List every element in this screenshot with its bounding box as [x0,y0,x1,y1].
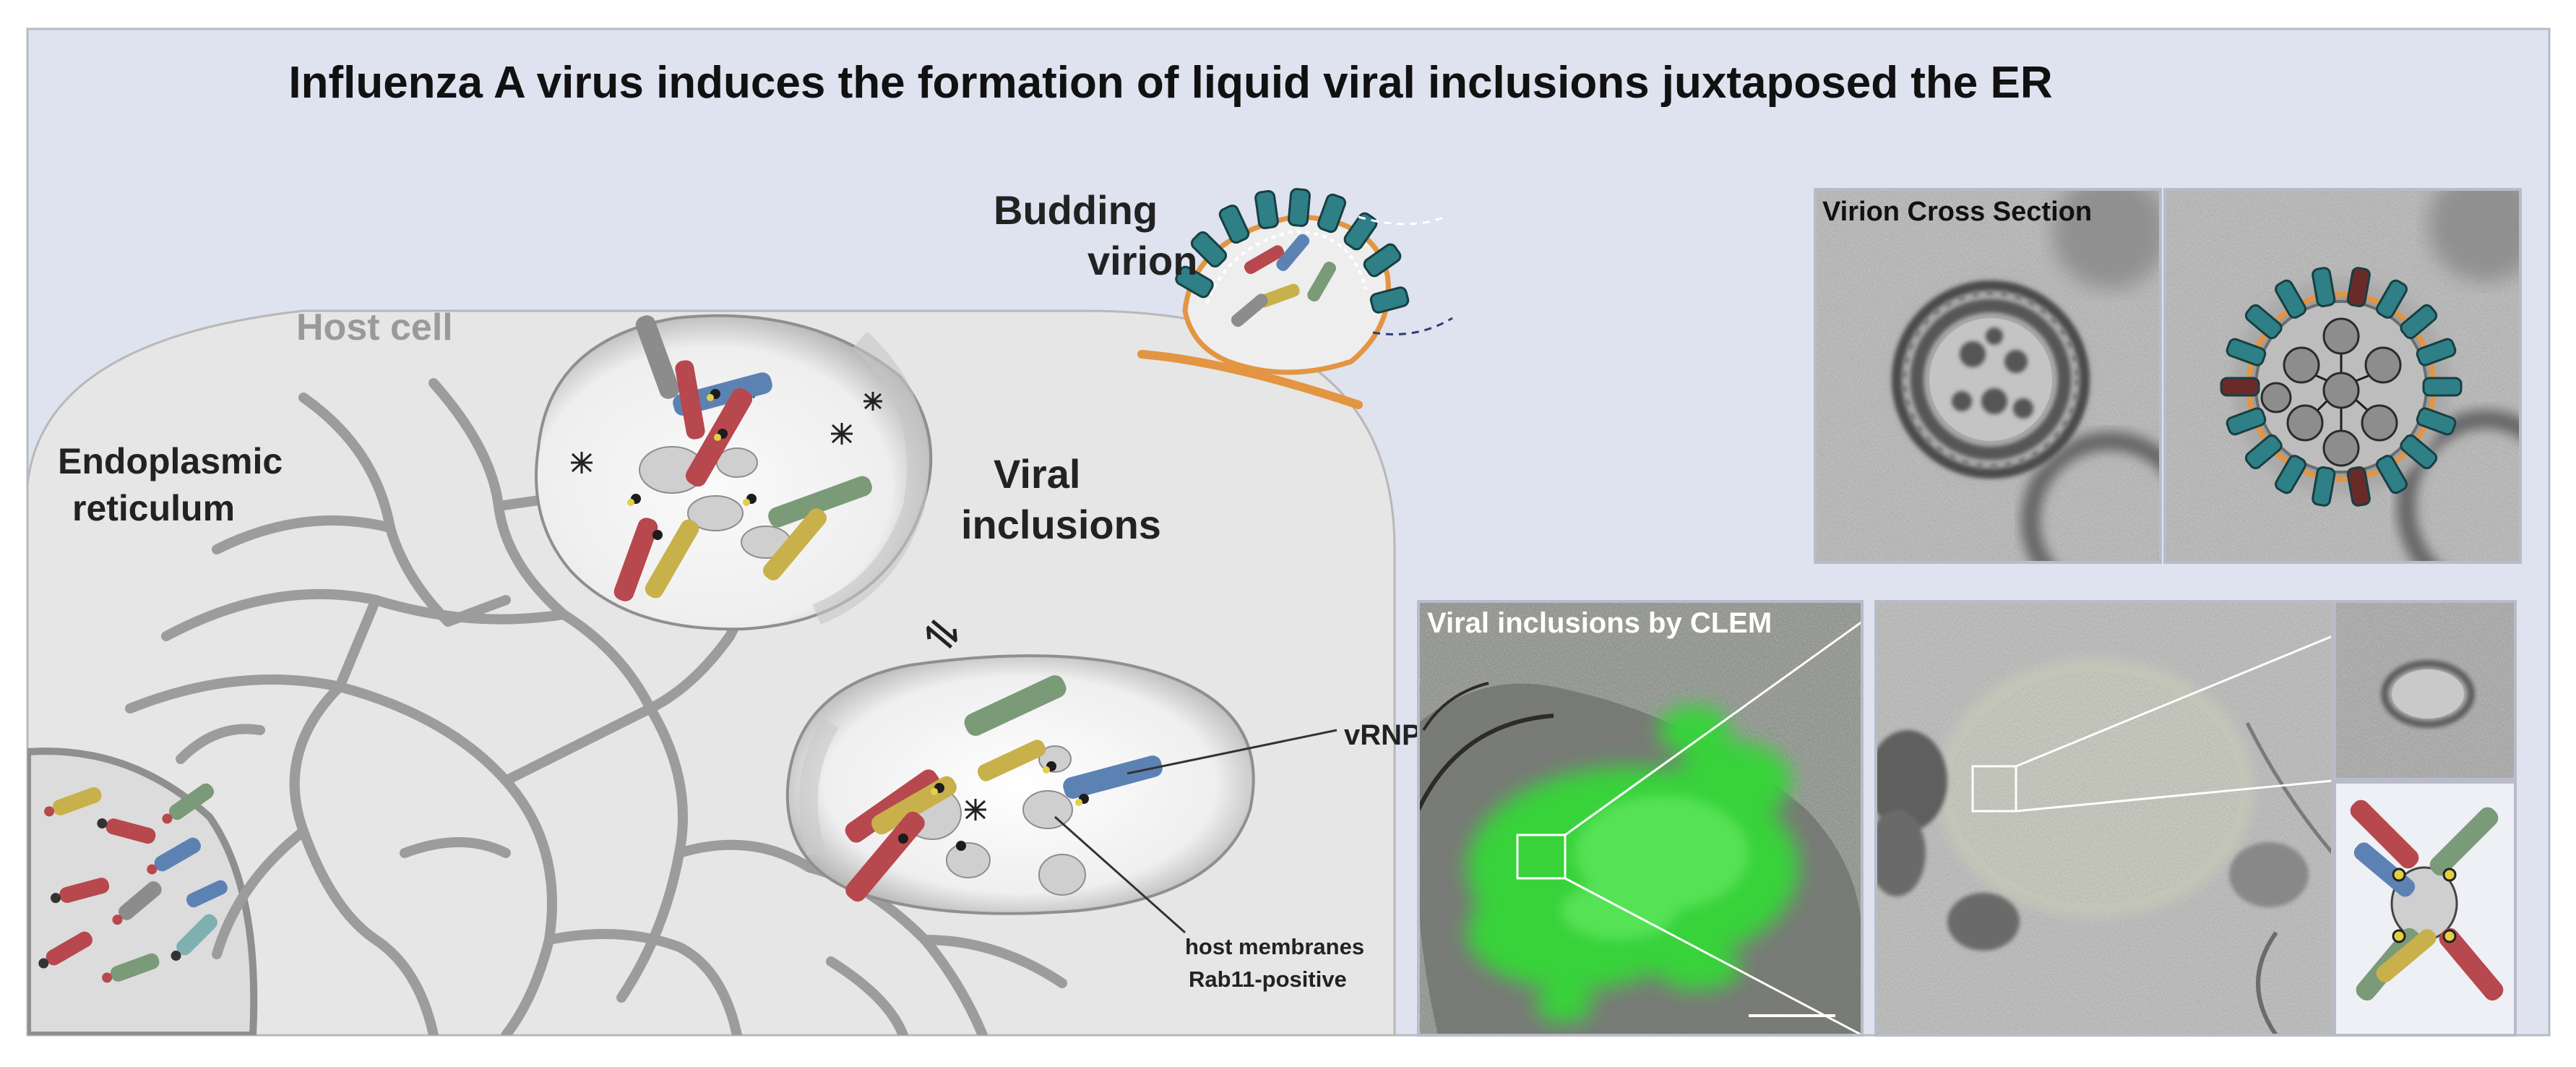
vrnp-schematic-inset [2333,781,2517,1037]
glycoprotein-spike [2275,455,2306,494]
em-panel [1876,601,2332,1035]
membranes-pointer [1054,815,1186,934]
glycoprotein-spike [2312,267,2336,308]
viral-inclusion-1 [535,314,933,631]
glycoprotein-spike [2312,466,2336,507]
er-label-line1: Endoplasmic [58,441,283,481]
virion-cross-section-em [1815,189,2161,562]
clem-label: Viral inclusions by CLEM [1427,607,1772,639]
virion-cross-section-label: Virion Cross Section [1822,197,2092,227]
nuclear-vrnps [38,783,228,983]
figure-title: Influenza A virus induces the formation … [288,58,2052,108]
virion-schematic-em [2165,189,2520,562]
viral-inclusions-label-line2: inclusions [961,502,1161,547]
viral-inclusion-2 [785,654,1337,934]
glycoprotein-spike [2244,434,2283,470]
host-cell-label: Host cell [296,307,453,348]
host-membranes-label-line1: host membranes [1185,934,1364,959]
glycoprotein-spike [2346,466,2371,507]
em-zoom-box [1971,765,2017,813]
glycoprotein-spike [2376,279,2408,319]
budding-virion-label-line1: Budding [994,187,1158,233]
glycoprotein-spike [2346,267,2371,308]
vrnp-pointer [1127,729,1337,775]
glycoprotein-spike [2400,304,2438,340]
em-zoom-panel [2335,601,2515,779]
viral-inclusions-label-line1: Viral [994,451,1080,497]
budding-virion-label-line2: virion [1087,238,1197,283]
clem-fluorescence-panel [1418,601,1862,1035]
glycoprotein-spike [2275,279,2306,319]
glycoprotein-spike [2226,407,2267,436]
glycoprotein-spike [2416,338,2457,367]
glycoprotein-spike [2416,407,2457,436]
glycoprotein-spike [2400,434,2438,470]
er-label-line2: reticulum [72,488,235,528]
glycoprotein-spike [2376,455,2408,494]
vrnp-label: vRNP [1344,719,1421,751]
glycoprotein-spike [2422,377,2463,397]
glycoprotein-spike [2220,377,2260,397]
glycoprotein-spike [2244,304,2283,340]
rab11-label-line2: Rab11-positive [1189,967,1347,992]
clem-zoom-box [1516,834,1567,880]
budding-virion [1137,188,1453,409]
glycoprotein-spike [2226,338,2267,367]
